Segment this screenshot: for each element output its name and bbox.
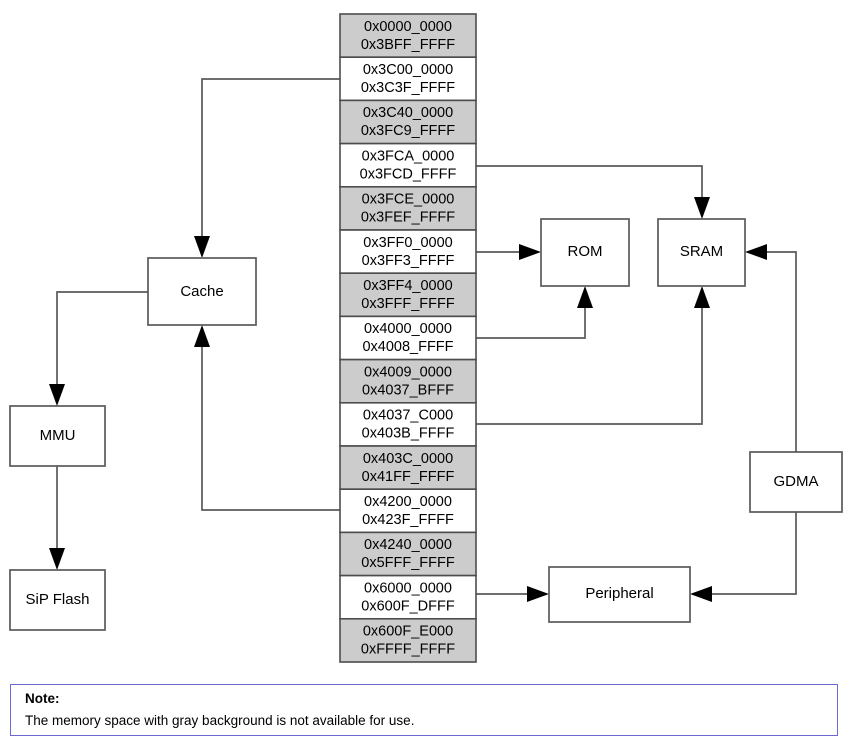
block-rom[interactable]: ROM (540, 218, 630, 287)
memory-row-end: 0x403B_FFFF (362, 426, 455, 442)
arrowhead-into-cache-top (194, 236, 210, 258)
memory-row-end: 0x4037_BFFF (362, 382, 454, 398)
connector-flash-region-to-cache (201, 78, 340, 245)
memory-row-start: 0x4009_0000 (364, 364, 452, 380)
block-mmu[interactable]: MMU (9, 405, 106, 467)
block-mmu-label: MMU (40, 427, 76, 444)
memory-row[interactable]: 0x3FCA_0000 0x3FCD_FFFF (339, 142, 477, 188)
memory-row-start: 0x3FCE_0000 (362, 192, 455, 208)
memory-row-end: 0xFFFF_FFFF (361, 642, 455, 658)
memory-row-start: 0x3C40_0000 (363, 105, 453, 121)
memory-row[interactable]: 0x4000_0000 0x4008_FFFF (339, 315, 477, 361)
arrow-heads (49, 197, 767, 602)
arrowhead-into-mmu (49, 384, 65, 406)
memory-row-end: 0x3BFF_FFFF (361, 37, 455, 53)
memory-row[interactable]: 0x3C00_0000 0x3C3F_FFFF (339, 56, 477, 102)
memory-row[interactable]: 0x600F_E000 0xFFFF_FFFF (339, 617, 477, 663)
connector-sram-region-low-to-sram (476, 299, 703, 425)
memory-row[interactable]: 0x4009_0000 0x4037_BFFF (339, 358, 477, 404)
memory-row-end: 0x3FCD_FFFF (360, 166, 457, 182)
connector-irom-region-to-cache (201, 338, 340, 511)
memory-row-end: 0x41FF_FFFF (362, 469, 455, 485)
arrowhead-into-peripheral-left (527, 586, 549, 602)
connector-gdma-to-sram (758, 251, 797, 452)
arrowhead-into-rom-left (519, 244, 541, 260)
memory-row-start: 0x0000_0000 (364, 19, 452, 35)
memory-row[interactable]: 0x3FF0_0000 0x3FF3_FFFF (339, 229, 477, 275)
memory-row-start: 0x403C_0000 (363, 451, 453, 467)
arrowhead-into-sip-flash (49, 548, 65, 570)
memory-row[interactable]: 0x0000_0000 0x3BFF_FFFF (339, 13, 477, 59)
memory-row-end: 0x4008_FFFF (362, 339, 453, 355)
memory-row-start: 0x4200_0000 (364, 494, 452, 510)
block-cache-label: Cache (180, 283, 223, 300)
block-sram-label: SRAM (680, 243, 723, 260)
memory-row-start: 0x4000_0000 (364, 321, 452, 337)
memory-row[interactable]: 0x3FF4_0000 0x3FFF_FFFF (339, 272, 477, 318)
memory-row-end: 0x3FFF_FFFF (361, 296, 455, 312)
block-gdma-label: GDMA (774, 473, 819, 490)
memory-row-start: 0x4240_0000 (364, 537, 452, 553)
connector-gdma-to-peripheral (703, 512, 797, 595)
connector-sram-region-high-to-sram (476, 165, 703, 206)
memory-row-end: 0x600F_DFFF (361, 598, 455, 614)
block-gdma[interactable]: GDMA (749, 451, 843, 513)
memory-row[interactable]: 0x3FCE_0000 0x3FEF_FFFF (339, 186, 477, 231)
block-cache[interactable]: Cache (147, 257, 257, 326)
arrowhead-into-peripheral-right (690, 586, 712, 602)
memory-row-end: 0x423F_FFFF (362, 512, 454, 528)
memory-row-start: 0x6000_0000 (364, 580, 452, 596)
connector-cache-to-mmu (56, 291, 148, 393)
memory-map-column: 0x0000_0000 0x3BFF_FFFF 0x3C00_0000 0x3C… (339, 13, 477, 663)
memory-row[interactable]: 0x4037_C000 0x403B_FFFF (339, 401, 477, 447)
memory-row[interactable]: 0x4200_0000 0x423F_FFFF (339, 488, 477, 534)
memory-row[interactable]: 0x6000_0000 0x600F_DFFF (339, 574, 477, 620)
block-sip-flash[interactable]: SiP Flash (9, 569, 106, 631)
memory-row-end: 0x3FF3_FFFF (362, 253, 455, 269)
memory-row-end: 0x3FC9_FFFF (361, 123, 455, 139)
memory-row[interactable]: 0x403C_0000 0x41FF_FFFF (339, 445, 477, 491)
block-sip-flash-label: SiP Flash (26, 591, 90, 608)
memory-row-end: 0x5FFF_FFFF (361, 555, 455, 571)
block-sram[interactable]: SRAM (657, 218, 746, 287)
memory-row-start: 0x4037_C000 (363, 408, 453, 424)
arrowhead-into-cache-bottom (194, 325, 210, 347)
note-title: Note: (25, 691, 60, 706)
memory-row-end: 0x3C3F_FFFF (361, 80, 455, 96)
block-peripheral[interactable]: Peripheral (548, 566, 691, 623)
arrowhead-into-rom-bottom (577, 286, 593, 308)
memory-row-start: 0x3C00_0000 (363, 62, 453, 78)
memory-row[interactable]: 0x4240_0000 0x5FFF_FFFF (339, 531, 477, 577)
memory-row[interactable]: 0x3C40_0000 0x3FC9_FFFF (339, 99, 477, 145)
memory-row-end: 0x3FEF_FFFF (361, 210, 455, 226)
connectors (56, 78, 797, 595)
memory-row-start: 0x600F_E000 (363, 624, 453, 640)
block-rom-label: ROM (568, 243, 603, 260)
memory-row-start: 0x3FF4_0000 (363, 278, 452, 294)
arrowhead-into-sram-top (694, 197, 710, 219)
block-peripheral-label: Peripheral (585, 585, 653, 602)
note-body: The memory space with gray background is… (25, 712, 415, 728)
connector-drom-region-to-rom (476, 299, 586, 339)
arrowhead-into-sram-bottom (694, 286, 710, 308)
note-box: Note: The memory space with gray backgro… (10, 684, 838, 736)
memory-row-start: 0x3FCA_0000 (362, 148, 455, 164)
arrowhead-into-sram-right (745, 244, 767, 260)
memory-row-start: 0x3FF0_0000 (363, 235, 452, 251)
